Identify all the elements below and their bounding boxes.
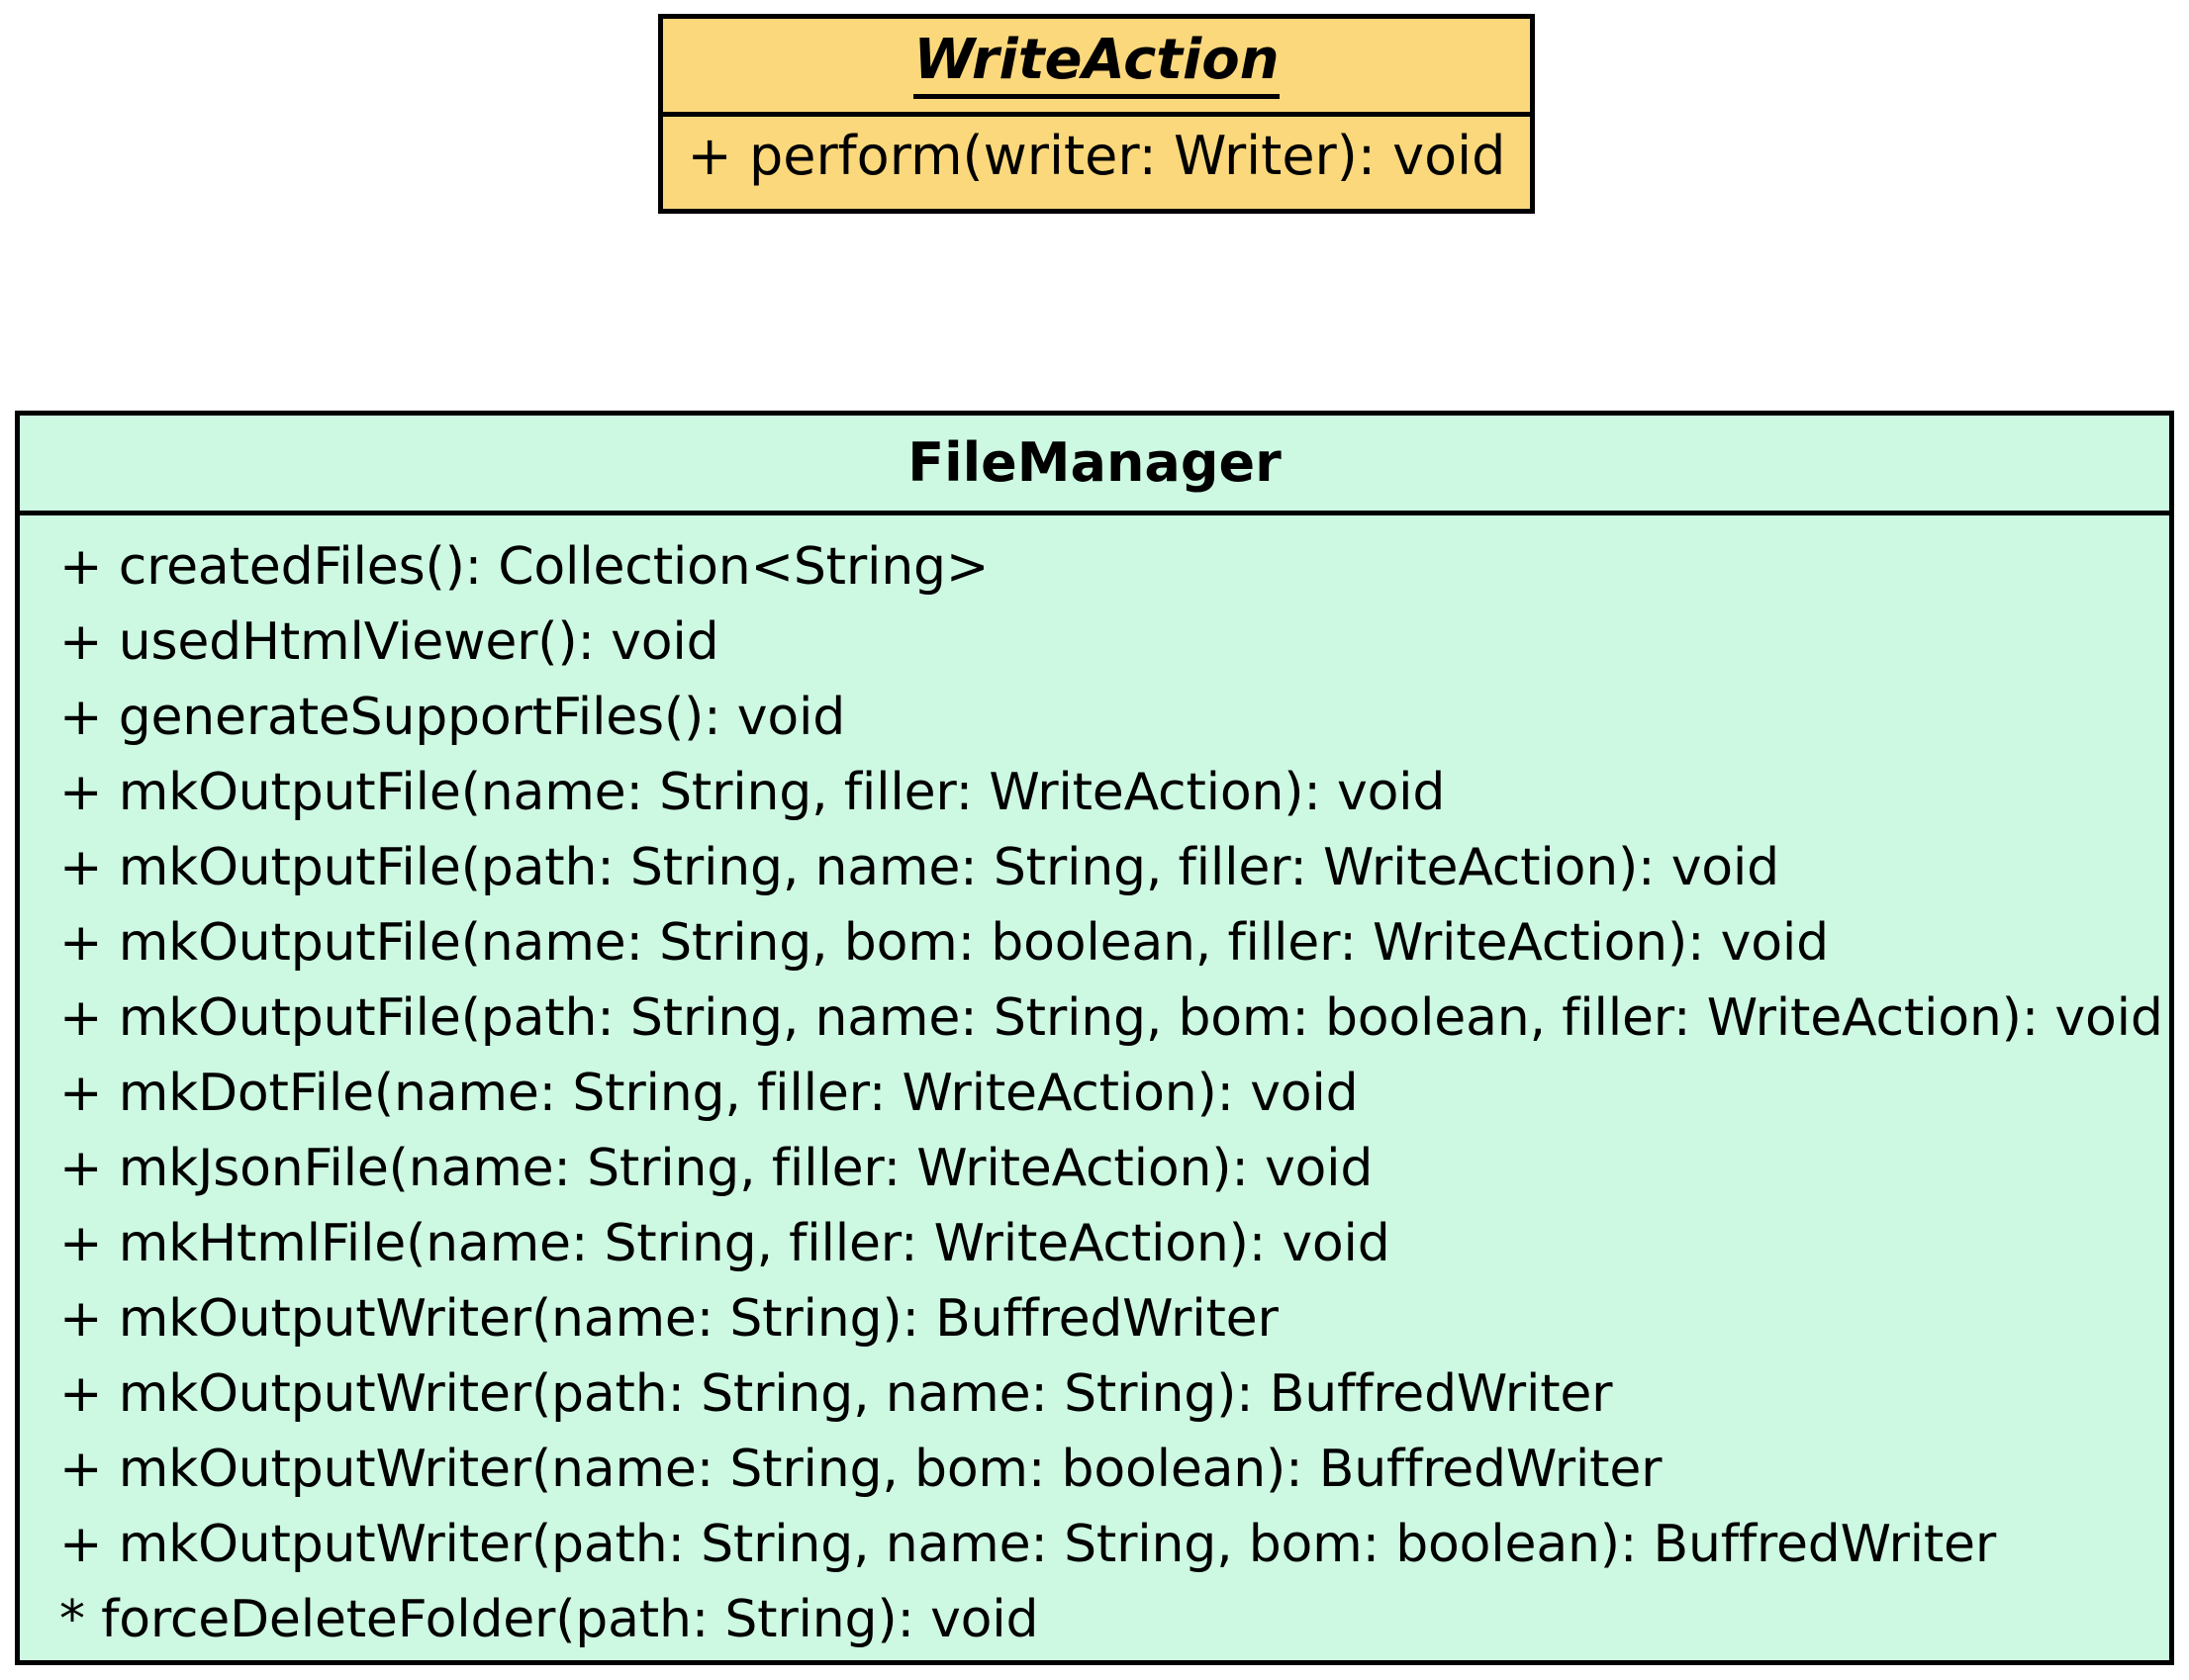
method-row: + usedHtmlViewer(): void <box>59 612 719 672</box>
method-row: + mkDotFile(name: String, filler: WriteA… <box>59 1064 1359 1123</box>
class-name-file-manager: FileManager <box>907 431 1282 494</box>
class-header-write-action: WriteAction <box>663 19 1530 112</box>
compartment-divider-file-manager <box>20 511 2169 515</box>
method-row: + mkOutputWriter(path: String, name: Str… <box>59 1515 1997 1574</box>
method-row: + mkOutputFile(name: String, filler: Wri… <box>59 763 1446 822</box>
method-row: + mkOutputFile(name: String, bom: boolea… <box>59 913 1829 973</box>
method-row: + generateSupportFiles(): void <box>59 688 846 747</box>
class-name-write-action: WriteAction <box>913 32 1280 99</box>
method-row: * forceDeleteFolder(path: String): void <box>59 1590 1039 1649</box>
class-header-file-manager: FileManager <box>20 416 2169 511</box>
uml-class-write-action[interactable]: WriteAction + perform(writer: Writer): v… <box>658 14 1535 214</box>
uml-class-file-manager[interactable]: FileManager + createdFiles(): Collection… <box>15 411 2174 1665</box>
methods-compartment-file-manager: + createdFiles(): Collection<String> + u… <box>20 515 2169 1657</box>
method-row: + mkOutputWriter(name: String): BuffredW… <box>59 1289 1279 1349</box>
method-row: + perform(writer: Writer): void <box>687 125 1506 187</box>
method-row: + mkHtmlFile(name: String, filler: Write… <box>59 1214 1390 1273</box>
compartment-divider-write-action <box>663 112 1530 117</box>
method-row: + mkOutputFile(path: String, name: Strin… <box>59 988 2163 1048</box>
methods-compartment-write-action: + perform(writer: Writer): void <box>663 117 1530 186</box>
method-row: + mkOutputWriter(name: String, bom: bool… <box>59 1440 1663 1499</box>
method-row: + mkJsonFile(name: String, filler: Write… <box>59 1139 1374 1198</box>
method-row: + mkOutputFile(path: String, name: Strin… <box>59 838 1779 897</box>
method-row: + mkOutputWriter(path: String, name: Str… <box>59 1364 1613 1424</box>
method-row: + createdFiles(): Collection<String> <box>59 537 990 597</box>
